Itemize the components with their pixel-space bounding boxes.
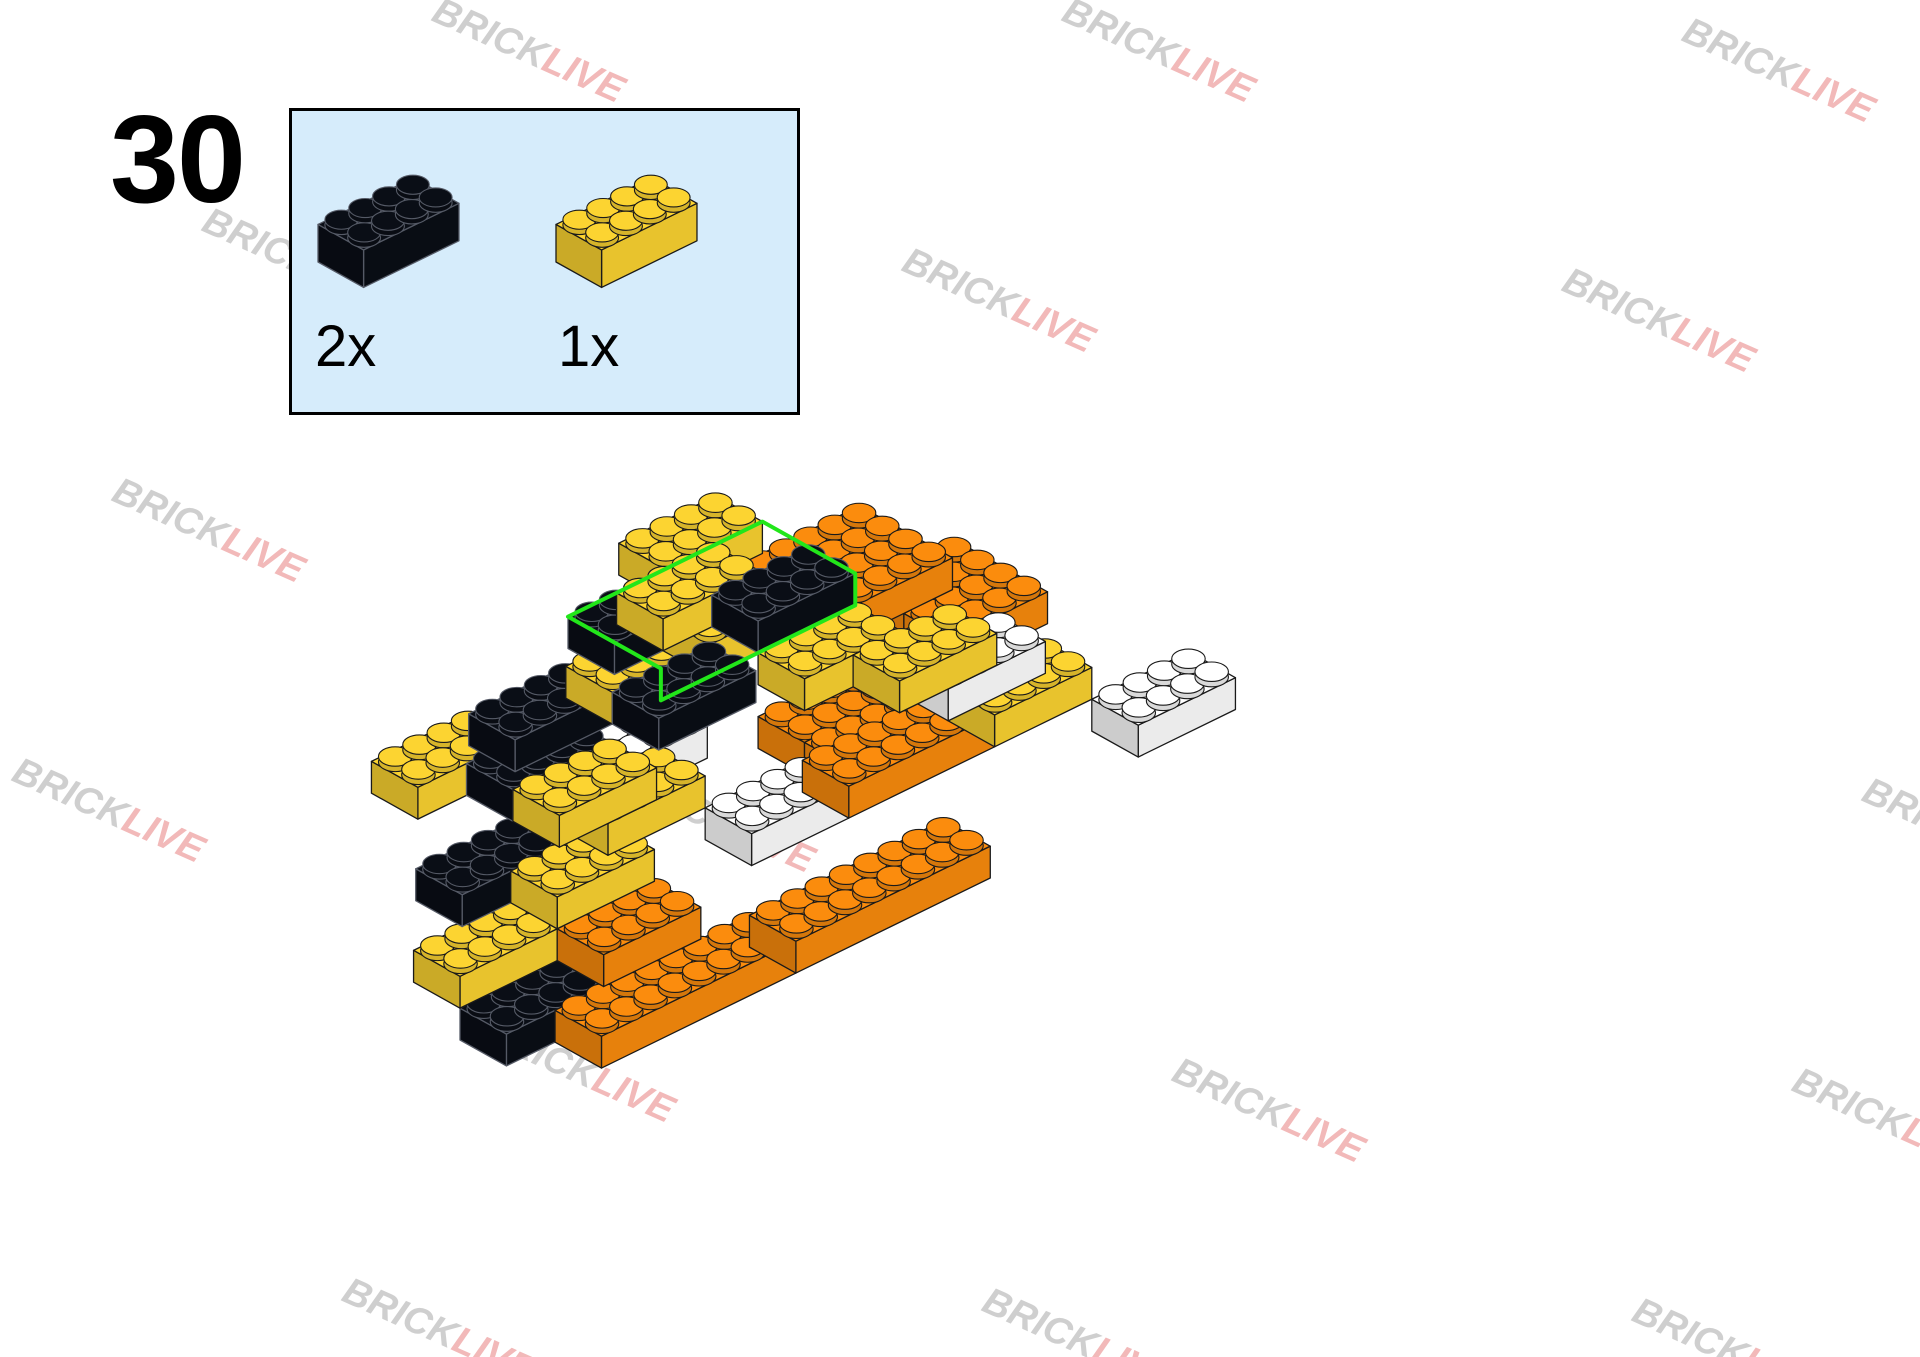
model-brick-20 <box>757 602 903 712</box>
model-brick-21 <box>852 604 998 714</box>
part-quantity-yellow: 1x <box>558 314 620 379</box>
model-brick-2 <box>748 816 991 974</box>
model-brick-7 <box>556 877 702 988</box>
model-brick-6 <box>412 899 558 1009</box>
part-brick-yellow <box>555 174 698 289</box>
part-brick-black <box>317 174 460 289</box>
model-brick-24 <box>512 738 658 848</box>
model-brick-28 <box>611 641 757 751</box>
new-parts-highlight <box>566 519 858 703</box>
model-brick-32 <box>710 544 856 654</box>
parts-list-panel <box>289 108 800 415</box>
step-number: 30 <box>110 91 246 229</box>
part-quantity-black: 2x <box>315 314 377 379</box>
model-brick-5 <box>1091 648 1237 758</box>
